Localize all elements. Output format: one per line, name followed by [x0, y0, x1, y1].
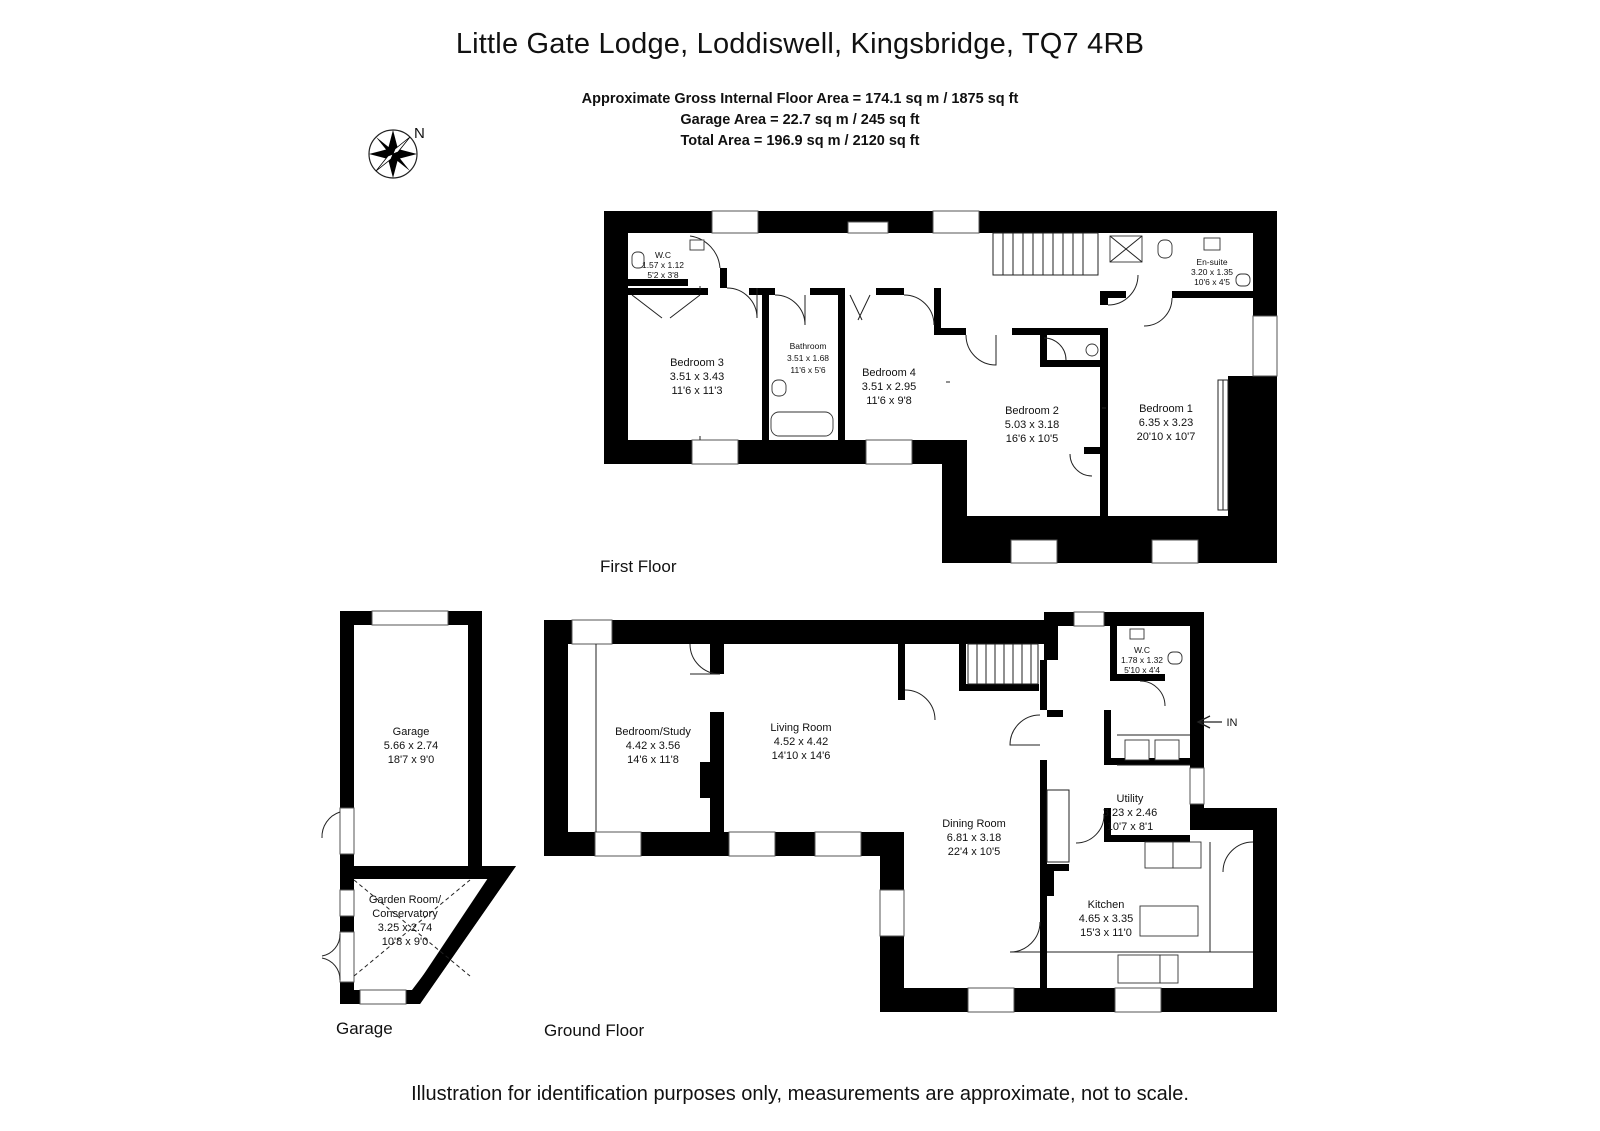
room-label-wc-first: W.C 1.57 x 1.12 5'2 x 3'8: [642, 250, 684, 280]
entrance-label: IN: [1227, 717, 1238, 729]
study-metric: 4.42 x 3.56: [626, 740, 680, 752]
room-label-ensuite: En-suite 3.20 x 1.35 10'6 x 4'5: [1191, 257, 1233, 287]
room-label-bedroom3: Bedroom 3 3.51 x 3.43 11'6 x 11'3: [670, 357, 724, 397]
bedroom3-name: Bedroom 3: [670, 357, 724, 369]
bathroom-name: Bathroom: [790, 341, 827, 351]
wc-ground-imperial: 5'10 x 4'4: [1124, 665, 1160, 675]
dining-name: Dining Room: [942, 818, 1006, 830]
living-imperial: 14'10 x 14'6: [772, 750, 831, 762]
first-floor-stairs: [992, 232, 1099, 276]
utility-name: Utility: [1117, 793, 1144, 805]
room-label-kitchen: Kitchen 4.65 x 3.35 15'3 x 11'0: [1079, 899, 1133, 939]
kitchen-name: Kitchen: [1088, 899, 1125, 911]
first-floor-plan: [604, 210, 1278, 564]
room-label-bedroom2: Bedroom 2 5.03 x 3.18 16'6 x 10'5: [1005, 405, 1059, 445]
garden-room-imperial: 10'8 x 9'0: [382, 936, 428, 948]
bedroom4-imperial: 11'6 x 9'8: [866, 395, 912, 407]
bedroom1-metric: 6.35 x 3.23: [1139, 417, 1193, 429]
garage-building-plan: [321, 610, 516, 1005]
arrow-left-icon: [1196, 715, 1222, 729]
ensuite-metric: 3.20 x 1.35: [1191, 267, 1233, 277]
bedroom2-metric: 5.03 x 3.18: [1005, 419, 1059, 431]
bedroom3-metric: 3.51 x 3.43: [670, 371, 724, 383]
room-label-dining: Dining Room 6.81 x 3.18 22'4 x 10'5: [942, 818, 1006, 858]
garden-room-metric: 3.25 x 2.74: [378, 922, 432, 934]
room-label-bathroom: Bathroom 3.51 x 1.68 11'6 x 5'6: [787, 341, 829, 375]
area-summary: Approximate Gross Internal Floor Area = …: [0, 89, 1600, 152]
kitchen-metric: 4.65 x 3.35: [1079, 913, 1133, 925]
bedroom2-name: Bedroom 2: [1005, 405, 1059, 417]
bathroom-imperial: 11'6 x 5'6: [790, 365, 825, 375]
bathroom-metric: 3.51 x 1.68: [787, 353, 829, 363]
garage-floor-label: Garage: [336, 1019, 393, 1038]
room-label-utility: Utility 3.23 x 2.46 10'7 x 8'1: [1103, 793, 1157, 833]
total-area-text: Total Area = 196.9 sq m / 2120 sq ft: [680, 133, 920, 149]
room-label-bedroom4: Bedroom 4 3.51 x 2.95 11'6 x 9'8: [862, 367, 916, 407]
garage-metric: 5.66 x 2.74: [384, 740, 438, 752]
ground-floor-label: Ground Floor: [544, 1021, 644, 1040]
room-label-garage: Garage 5.66 x 2.74 18'7 x 9'0: [384, 726, 438, 766]
bedroom4-name: Bedroom 4: [862, 367, 916, 379]
garage-area-text: Garage Area = 22.7 sq m / 245 sq ft: [680, 112, 920, 128]
room-label-bedroom1: Bedroom 1 6.35 x 3.23 20'10 x 10'7: [1137, 403, 1196, 443]
bedroom2-imperial: 16'6 x 10'5: [1006, 433, 1059, 445]
wc-first-imperial: 5'2 x 3'8: [647, 270, 678, 280]
room-label-wc-ground: W.C 1.78 x 1.32 5'10 x 4'4: [1121, 645, 1163, 675]
wc-first-name: W.C: [655, 250, 671, 260]
utility-imperial: 10'7 x 8'1: [1107, 821, 1153, 833]
garden-room-name-2: Conservatory: [372, 908, 438, 920]
dining-metric: 6.81 x 3.18: [947, 832, 1001, 844]
kitchen-imperial: 15'3 x 11'0: [1080, 927, 1132, 939]
dining-imperial: 22'4 x 10'5: [948, 846, 1001, 858]
garden-room-name-1: Garden Room/: [369, 894, 442, 906]
disclaimer-text: Illustration for identification purposes…: [411, 1083, 1189, 1105]
page-title: Little Gate Lodge, Loddiswell, Kingsbrid…: [455, 28, 1145, 60]
wc-ground-name: W.C: [1134, 645, 1150, 655]
wc-first-metric: 1.57 x 1.12: [642, 260, 684, 270]
ground-floor-stairs: [967, 643, 1039, 685]
ensuite-name: En-suite: [1196, 257, 1227, 267]
utility-metric: 3.23 x 2.46: [1103, 807, 1157, 819]
gross-area-text: Approximate Gross Internal Floor Area = …: [581, 91, 1019, 107]
living-metric: 4.52 x 4.42: [774, 736, 828, 748]
garage-name: Garage: [393, 726, 430, 738]
first-floor-label: First Floor: [600, 557, 677, 576]
bedroom1-imperial: 20'10 x 10'7: [1137, 431, 1196, 443]
bedroom4-metric: 3.51 x 2.95: [862, 381, 916, 393]
ground-floor-plan: IN: [544, 611, 1277, 1013]
room-label-living: Living Room 4.52 x 4.42 14'10 x 14'6: [770, 722, 831, 762]
bedroom3-imperial: 11'6 x 11'3: [672, 385, 723, 397]
compass-north-label: N: [414, 125, 425, 142]
living-name: Living Room: [770, 722, 831, 734]
bedroom1-name: Bedroom 1: [1139, 403, 1193, 415]
room-label-study: Bedroom/Study 4.42 x 3.56 14'6 x 11'8: [615, 726, 691, 766]
wc-ground-metric: 1.78 x 1.32: [1121, 655, 1163, 665]
garage-imperial: 18'7 x 9'0: [388, 754, 434, 766]
study-name: Bedroom/Study: [615, 726, 691, 738]
ensuite-imperial: 10'6 x 4'5: [1194, 277, 1230, 287]
room-label-garden-room: Garden Room/ Conservatory 3.25 x 2.74 10…: [369, 894, 442, 948]
study-imperial: 14'6 x 11'8: [627, 754, 679, 766]
compass-rose-icon: [368, 129, 418, 179]
